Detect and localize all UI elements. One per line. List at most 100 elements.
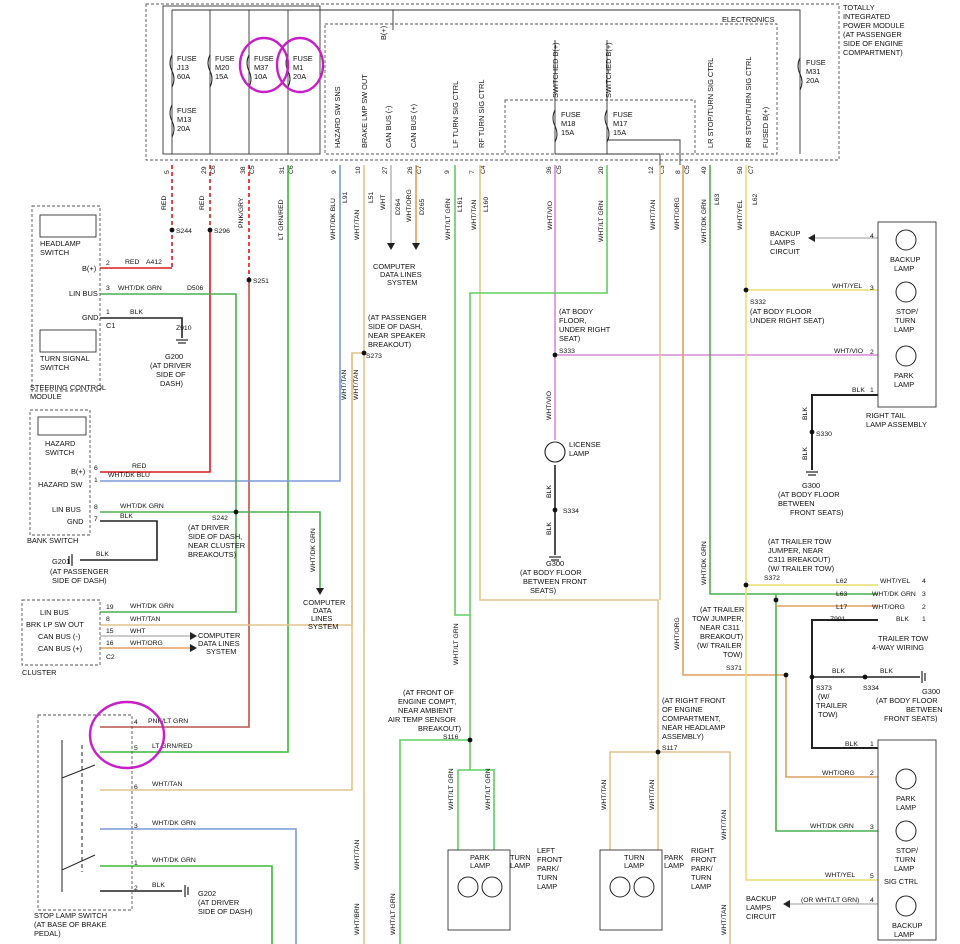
svg-text:3: 3 [106,285,110,292]
fuse-m37: FUSE M37 10A [254,54,274,81]
svg-text:4: 4 [134,719,138,726]
bank-pin-hazard: HAZARD SW [38,480,82,489]
svg-text:G201: G201 [52,557,70,566]
svg-text:(AT BODY FLOOR: (AT BODY FLOOR [750,307,812,316]
svg-text:C7: C7 [416,165,423,174]
svg-text:49: 49 [701,166,708,174]
svg-text:4: 4 [870,897,874,904]
svg-text:C7: C7 [748,165,755,174]
rf-park-l2: LAMP [664,861,684,870]
svg-text:5: 5 [164,170,171,174]
ground-symbols [68,339,926,897]
svg-text:1: 1 [870,387,874,394]
svg-text:BLK: BLK [96,551,109,558]
svg-text:SIDE OF DASH,: SIDE OF DASH, [368,322,422,331]
svg-text:LF TURN SIG CTRL: LF TURN SIG CTRL [451,81,460,148]
turn-switch-l1: TURN SIGNAL [40,354,90,363]
svg-text:WHT/TAN: WHT/TAN [341,369,348,400]
svg-text:BLK: BLK [845,741,858,748]
svg-text:7: 7 [469,170,476,174]
backup-lamp-icon [895,229,917,251]
svg-text:(AT TRAILER TOW: (AT TRAILER TOW [768,537,831,546]
svg-text:10A: 10A [254,72,267,81]
svg-text:G200: G200 [165,352,183,361]
wire-wht-dk-grn-stop [775,594,878,832]
stop-lamp-switch-box [37,714,133,911]
svg-text:L161: L161 [457,197,464,212]
svg-text:WHT: WHT [380,195,387,210]
svg-text:6: 6 [94,465,98,472]
svg-text:G202: G202 [198,889,216,898]
steering-label-1: STEERING CONTROL [30,383,106,392]
wire-lin-bus-2 [236,511,321,590]
svg-text:BLK: BLK [120,513,133,520]
svg-text:(OR WHT/LT GRN): (OR WHT/LT GRN) [801,897,859,904]
left-front-lamp-box [447,849,511,931]
svg-text:L17: L17 [836,604,848,611]
lf-park-lamp-icon [457,876,479,898]
cluster-box [21,599,101,666]
fuse-m13: FUSE M13 20A [177,106,197,133]
svg-text:FRONT SEATS): FRONT SEATS) [884,714,938,723]
svg-text:L160: L160 [483,197,490,212]
rt-stop-l3: LAMP [894,325,914,334]
wire-blk-wht-bank [80,520,158,561]
svg-text:12: 12 [648,166,655,174]
wire-lf-turn-2 [399,739,470,944]
svg-text:3: 3 [922,591,926,598]
wire-red-hazard [100,230,211,473]
svg-text:BLK: BLK [802,407,809,420]
svg-text:BLK: BLK [546,485,553,498]
tipm-title-3: POWER MODULE [843,21,905,30]
svg-text:9: 9 [444,170,451,174]
svg-text:L62: L62 [836,578,848,585]
svg-text:S296: S296 [214,228,230,235]
svg-text:SWITCHED B(+): SWITCHED B(+) [604,42,613,98]
steering-control-module [31,205,101,392]
svg-text:M37: M37 [254,63,268,72]
svg-text:WHT/LT GRN: WHT/LT GRN [453,623,460,665]
rt-stop-l1: STOP/ [896,307,919,316]
svg-text:CIRCUIT: CIRCUIT [746,912,776,921]
svg-text:27: 27 [382,166,389,174]
svg-text:BLK: BLK [832,668,845,675]
svg-text:2: 2 [106,260,110,267]
svg-text:(AT PASSENGER: (AT PASSENGER [368,313,427,322]
rt-backup-l2: LAMP [894,264,914,273]
svg-text:S373: S373 [816,685,832,692]
svg-text:BREAKOUT): BREAKOUT) [418,724,461,733]
wire-wht-dk-grn-49 [709,165,878,595]
rf-label-3: PARK/ [691,864,714,873]
svg-text:WHT/DK GRN: WHT/DK GRN [118,285,162,292]
electronics-label: ELECTRONICS [722,15,775,24]
svg-text:3: 3 [134,823,138,830]
svg-text:CAN BUS (-): CAN BUS (-) [384,106,393,148]
svg-text:WHT/DK GRN: WHT/DK GRN [120,503,164,510]
lf-park-l2: LAMP [470,861,490,870]
stop-switch-l3: PEDAL) [34,929,61,938]
right-rear-lower-assembly [877,739,937,941]
right-tail-l2: LAMP ASSEMBLY [866,420,927,429]
svg-text:HAZARD SW SNS: HAZARD SW SNS [333,86,342,148]
wire-lf-turn-lamp [469,740,495,850]
svg-text:LT GRN/RED: LT GRN/RED [152,743,193,750]
lf-park-l1: PARK [470,853,490,862]
svg-text:1: 1 [106,309,110,316]
svg-text:CIRCUIT: CIRCUIT [770,247,800,256]
svg-text:FUSED B(+): FUSED B(+) [761,107,770,148]
svg-text:1: 1 [94,477,98,484]
rf-turn-lamp-icon [609,876,631,898]
svg-text:BETWEEN: BETWEEN [778,499,815,508]
svg-text:WHT/LT GRN: WHT/LT GRN [448,768,455,810]
svg-text:WHT/TAN: WHT/TAN [649,779,656,810]
svg-text:WHT/TAN: WHT/TAN [721,904,728,935]
svg-text:BREAKOUT): BREAKOUT) [368,340,411,349]
steering-pin-lin: LIN BUS [69,289,98,298]
svg-text:FRONT SEATS): FRONT SEATS) [790,508,844,517]
svg-text:9: 9 [331,170,338,174]
bus-sw1 [555,153,661,165]
rt-stop-l2: TURN [895,316,916,325]
svg-text:Z991: Z991 [830,616,846,623]
svg-text:1: 1 [922,616,926,623]
